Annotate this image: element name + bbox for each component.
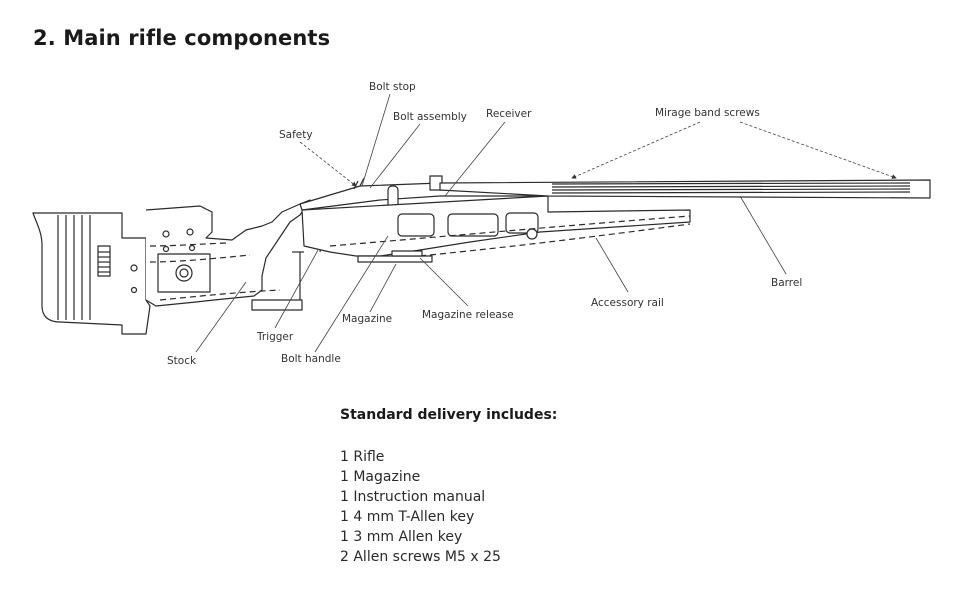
label-magazine-release: Magazine release [422, 309, 514, 321]
label-mirage-band-screws: Mirage band screws [655, 107, 760, 119]
label-trigger: Trigger [256, 331, 294, 343]
page-title: 2. Main rifle components [33, 26, 331, 50]
leader-lines [195, 93, 897, 353]
label-barrel: Barrel [771, 277, 802, 289]
delivery-list: 1 Rifle 1 Magazine 1 Instruction manual … [340, 447, 501, 567]
delivery-item: 1 3 mm Allen key [340, 529, 463, 545]
label-safety: Safety [279, 129, 313, 141]
label-bolt-assembly: Bolt assembly [393, 111, 467, 123]
delivery-heading: Standard delivery includes: [340, 407, 558, 423]
rifle-drawing [32, 175, 931, 335]
label-bolt-handle: Bolt handle [281, 353, 341, 365]
delivery-item: 1 4 mm T-Allen key [340, 509, 475, 525]
buttstock [32, 212, 151, 335]
stock-body [145, 199, 311, 307]
fore-end [301, 195, 691, 263]
delivery-item: 1 Magazine [340, 469, 421, 485]
label-accessory-rail: Accessory rail [591, 297, 664, 309]
delivery-item: 1 Instruction manual [340, 489, 486, 505]
label-bolt-stop: Bolt stop [369, 81, 416, 93]
label-magazine: Magazine [342, 313, 392, 325]
label-stock: Stock [167, 355, 197, 367]
diagram-labels: Bolt stop Bolt assembly Receiver Mirage … [167, 81, 802, 367]
delivery-item: 2 Allen screws M5 x 25 [340, 549, 501, 565]
barrel [439, 179, 931, 199]
delivery-item: 1 Rifle [340, 449, 385, 465]
label-receiver: Receiver [486, 108, 532, 120]
